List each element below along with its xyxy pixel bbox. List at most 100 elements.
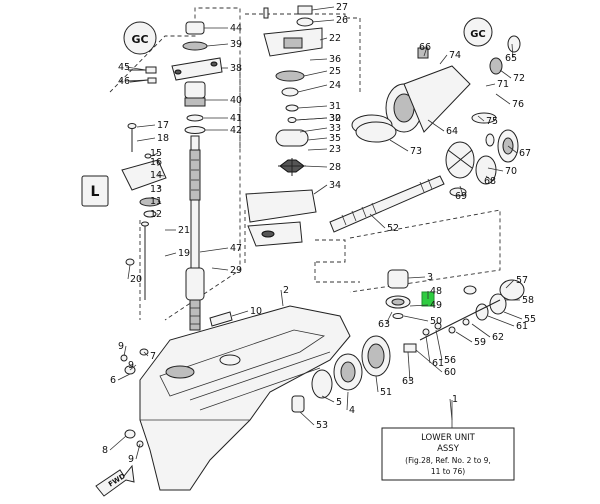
leader-line (403, 315, 429, 322)
leader-line (280, 289, 284, 307)
leader-line (136, 137, 156, 142)
leader-line (471, 323, 491, 338)
callout-63: 63 (402, 376, 414, 387)
leader-line (123, 345, 127, 357)
leader-line (505, 279, 515, 289)
callout-76: 76 (512, 99, 524, 110)
callout-12: 12 (150, 209, 162, 220)
callout-7: 7 (150, 351, 156, 362)
section-boundaries (109, 7, 501, 321)
title-box: LOWER UNIT ASSY (Fig.28, Ref. No. 2 to 9… (381, 400, 515, 481)
leader-line (231, 310, 249, 317)
callout-67: 67 (519, 148, 531, 159)
propeller-shaft-assembly: GC (329, 17, 521, 233)
leader-line (487, 315, 515, 327)
callout-14: 14 (150, 170, 162, 181)
leader-line (319, 37, 328, 41)
callout-57: 57 (516, 275, 528, 286)
leader-line (455, 331, 473, 343)
callout-26: 26 (336, 15, 348, 26)
title-line2: ASSY (437, 444, 460, 454)
callout-20: 20 (130, 274, 142, 285)
callout-22: 22 (329, 33, 341, 44)
leader-line (425, 335, 431, 364)
callout-53: 53 (316, 420, 328, 431)
leader-line (369, 213, 386, 229)
pinion-gear-group (291, 269, 525, 413)
callout-15: 15 (150, 148, 162, 159)
leader-line (164, 252, 177, 257)
leader-line (125, 79, 149, 82)
leader-line (313, 184, 328, 195)
leader-line (507, 145, 518, 154)
leader-line (415, 349, 443, 373)
lower-case-housing (120, 305, 351, 491)
leader-line (495, 93, 511, 105)
grease-badge-text: L (91, 184, 100, 200)
callout-68: 68 (484, 176, 496, 187)
callout-70: 70 (505, 166, 517, 177)
callout-46: 46 (118, 76, 130, 87)
leader-line (311, 6, 335, 11)
leader-line (385, 311, 393, 325)
callout-30: 30 (329, 113, 341, 124)
leader-line (423, 46, 428, 57)
leader-line (321, 395, 335, 403)
callout-9: 9 (128, 454, 134, 465)
leader-line (435, 329, 443, 361)
callout-40: 40 (230, 95, 242, 106)
leader-line (407, 276, 426, 279)
callout-1: 1 (452, 394, 458, 405)
leader-line (487, 167, 504, 172)
title-line4: 11 to 76) (431, 467, 465, 476)
sealant-badge: GC (123, 21, 157, 55)
leader-line (136, 124, 156, 128)
callout-61: 61 (516, 321, 528, 332)
callout-48: 48 (430, 286, 442, 297)
callout-45: 45 (118, 62, 130, 73)
callout-63: 63 (378, 319, 390, 330)
callout-56: 56 (444, 355, 456, 366)
callout-65: 65 (505, 53, 517, 64)
callout-11: 11 (150, 196, 162, 207)
callout-72: 72 (513, 73, 525, 84)
leader-line (449, 398, 453, 421)
leader-line (459, 185, 464, 197)
callout-49: 49 (430, 300, 442, 311)
callout-74: 74 (449, 50, 461, 61)
leader-line (407, 351, 411, 382)
leader-line (307, 148, 328, 151)
callout-41: 41 (230, 113, 242, 124)
callout-27: 27 (336, 2, 348, 13)
callout-labels: 4439454638404142171815161413111221192047… (102, 2, 536, 465)
leader-line (117, 373, 131, 381)
leader-line (389, 139, 409, 152)
leader-line (109, 435, 127, 451)
callout-18: 18 (157, 133, 169, 144)
leader-line (295, 117, 328, 121)
callout-28: 28 (329, 162, 341, 173)
callout-34: 34 (329, 180, 341, 191)
callout-47: 47 (230, 243, 242, 254)
callout-69: 69 (455, 191, 467, 202)
leader-line (485, 175, 493, 182)
leader-line (485, 83, 496, 87)
callout-2: 2 (283, 285, 289, 296)
leader-lines (109, 6, 523, 460)
leader-line (143, 351, 149, 357)
callout-23: 23 (329, 144, 341, 155)
callout-35: 35 (329, 133, 341, 144)
leader-line (297, 84, 328, 93)
leader-line (309, 58, 328, 61)
callout-33: 33 (329, 123, 341, 134)
callout-32: 32 (329, 113, 341, 124)
shift-rod-assembly: L (81, 123, 167, 300)
callout-3: 3 (427, 272, 433, 283)
leader-line (427, 119, 445, 132)
callout-71: 71 (497, 79, 509, 90)
callout-9: 9 (128, 360, 134, 371)
leader-line (206, 43, 229, 47)
leader-line (135, 443, 141, 460)
